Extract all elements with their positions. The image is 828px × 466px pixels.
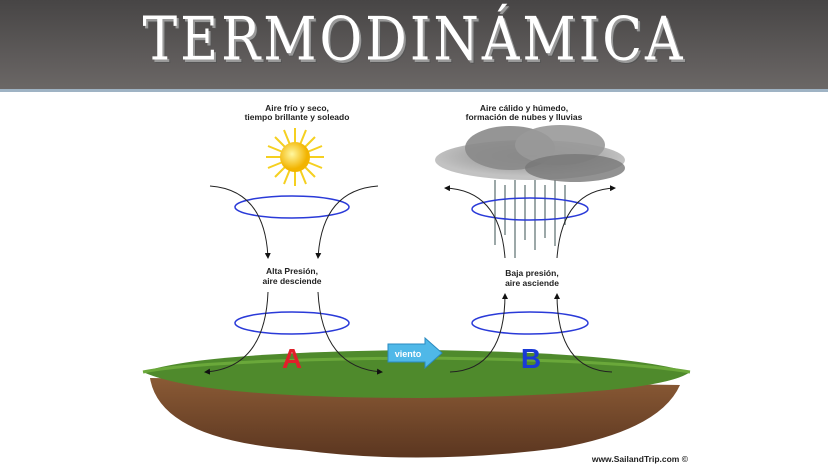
- low-pressure-circulation: [444, 185, 616, 373]
- slide-header: TERMODINÁMICA: [0, 0, 828, 92]
- high-pressure-line2: aire desciende: [262, 276, 321, 286]
- ground-island: [142, 350, 691, 458]
- slide-title: TERMODINÁMICA: [142, 5, 686, 75]
- sun-icon: [266, 128, 324, 186]
- high-pressure-line1: Alta Presión,: [266, 266, 318, 276]
- high-weather-line2: tiempo brillante y soleado: [245, 112, 350, 122]
- high-pressure-circulation: [204, 185, 383, 375]
- low-weather-line2: formación de nubes y lluvias: [466, 112, 583, 122]
- wind-arrow-icon: [387, 336, 443, 370]
- low-pressure-line2: aire asciende: [505, 278, 559, 288]
- low-pressure-letter: B: [521, 343, 541, 374]
- wind-label: viento: [395, 349, 422, 359]
- low-weather-line1: Aire cálido y húmedo,: [480, 103, 568, 113]
- image-credit: www.SailandTrip.com ©: [591, 454, 689, 464]
- low-pressure-line1: Baja presión,: [505, 268, 558, 278]
- high-weather-line1: Aire frío y seco,: [265, 103, 329, 113]
- high-pressure-letter: A: [282, 343, 302, 374]
- pressure-diagram: Aire frío y seco, tiempo brillante y sol…: [142, 103, 691, 464]
